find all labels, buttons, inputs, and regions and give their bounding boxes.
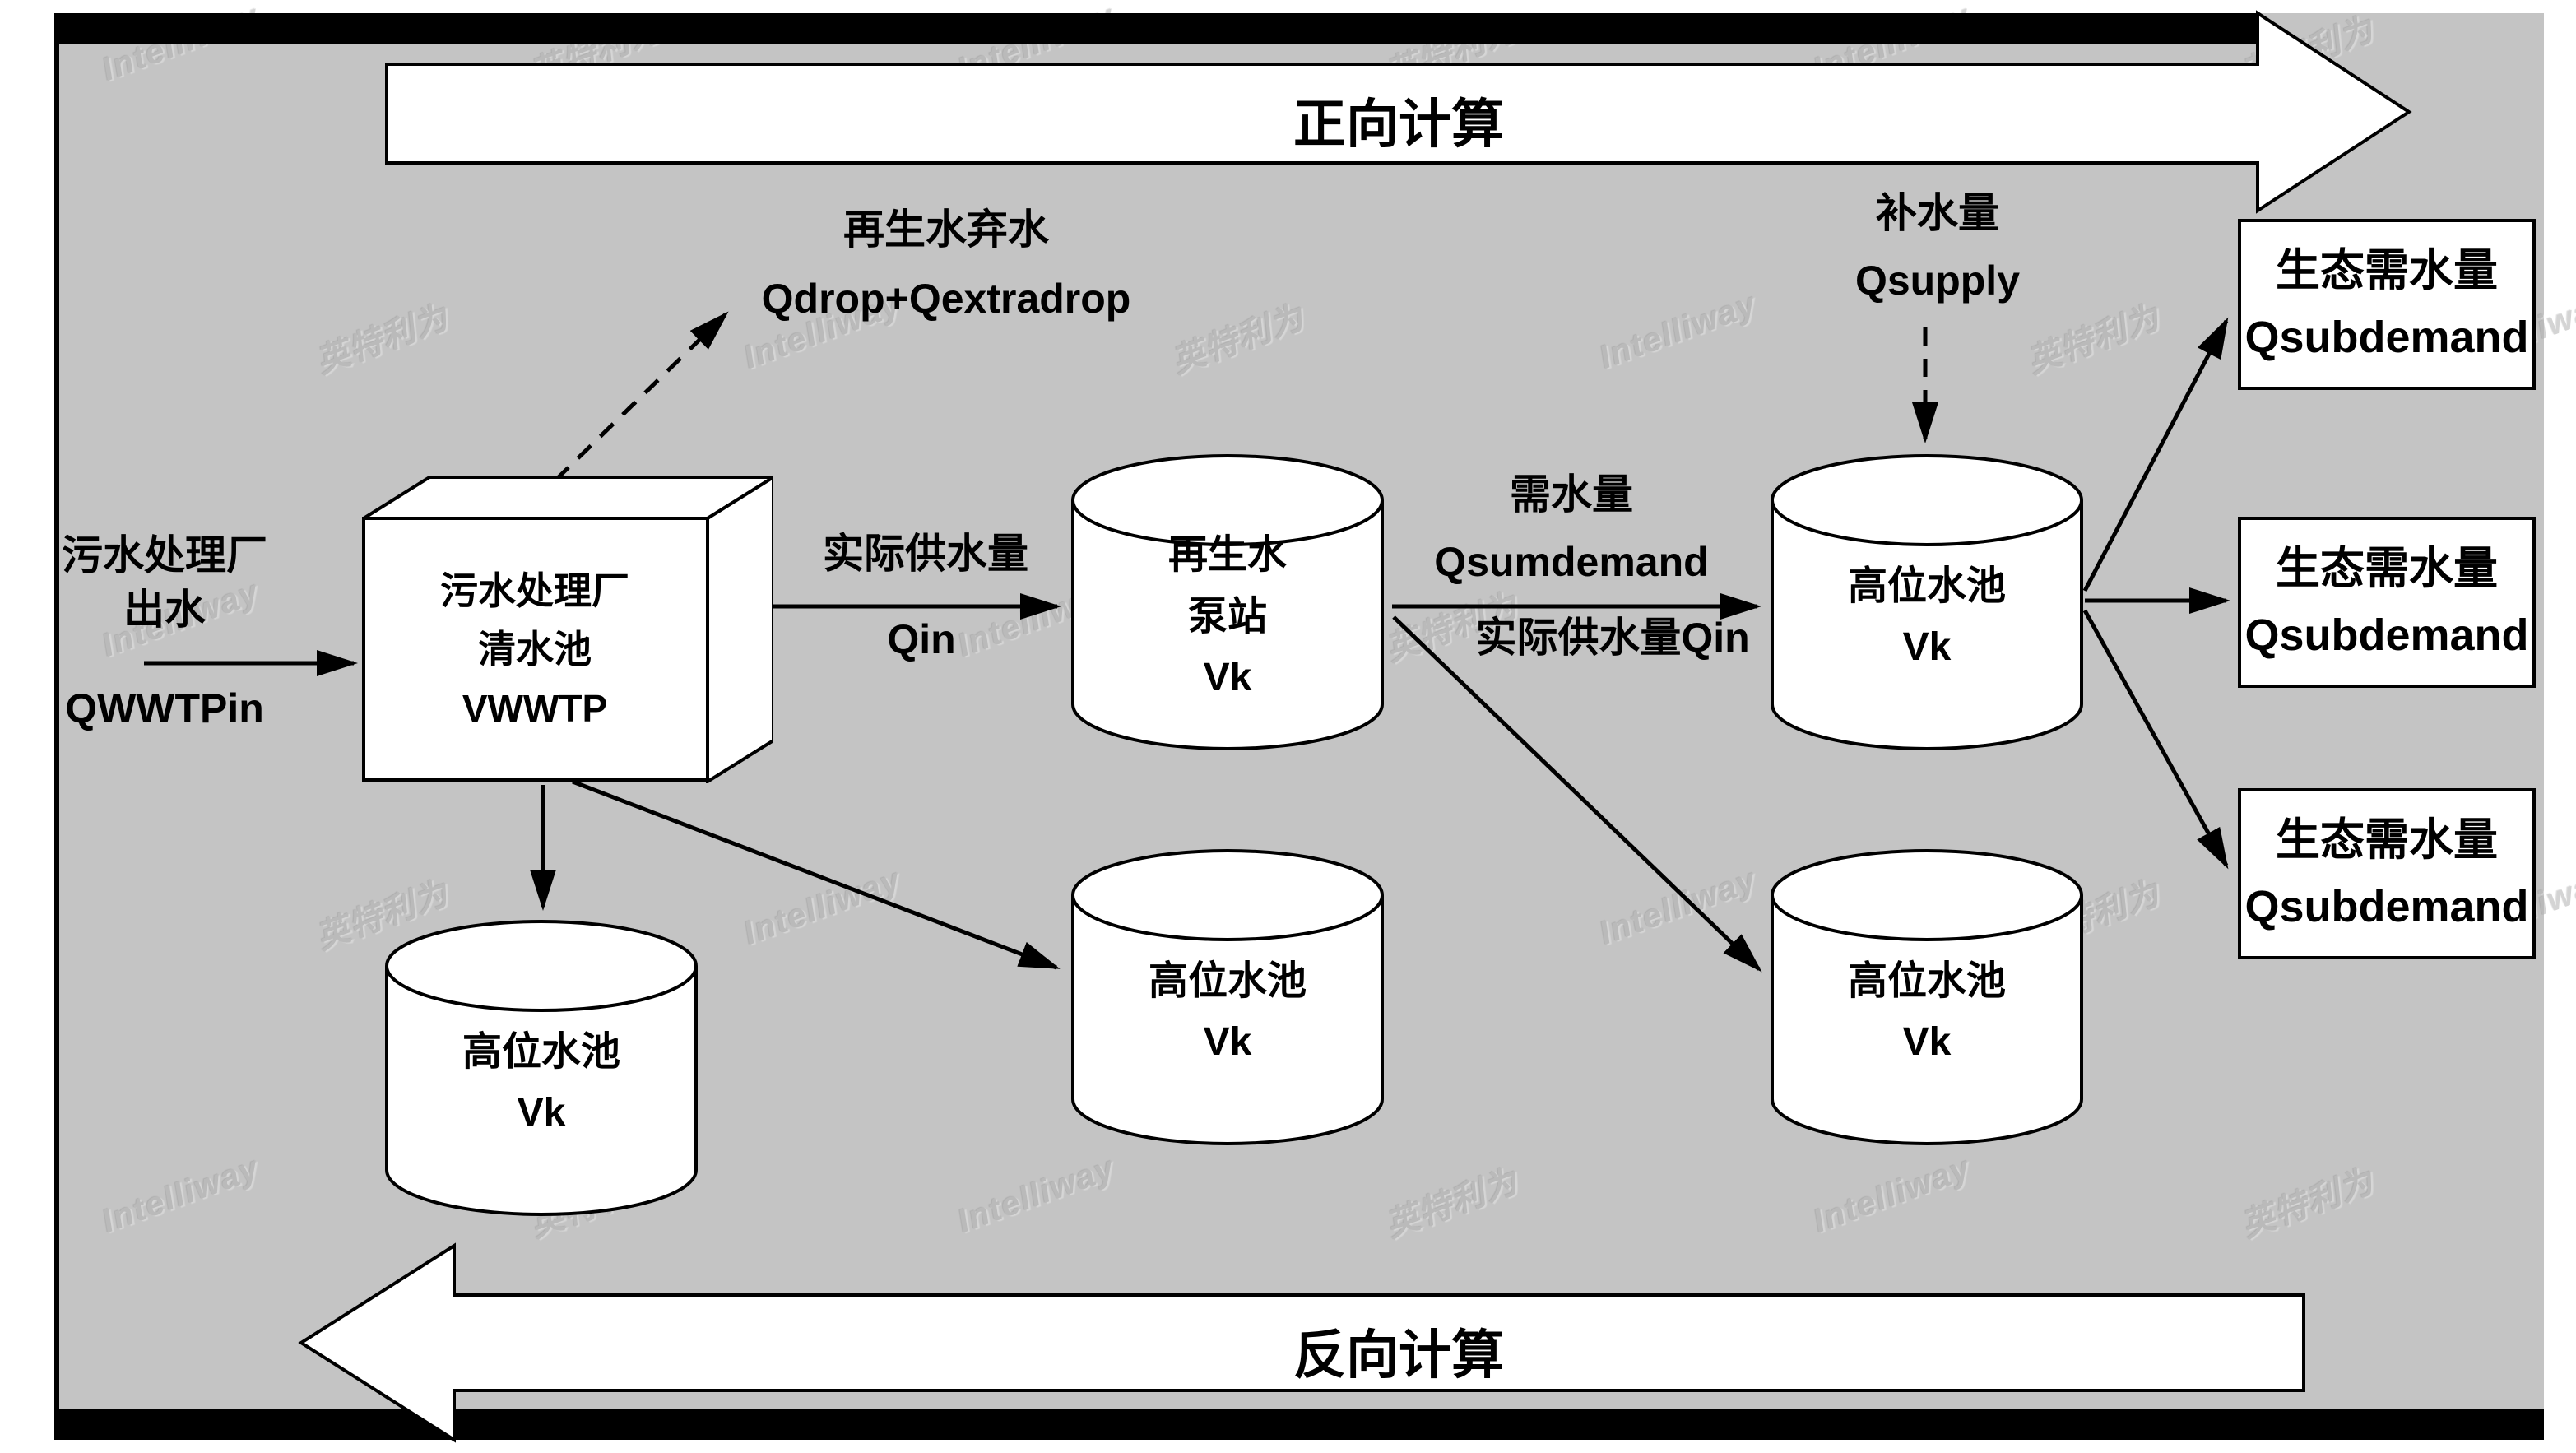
drop-cn-label: 再生水弃水 [843, 207, 1049, 253]
node-line: Vk [1902, 625, 1952, 669]
cylinder-shape [1771, 454, 2083, 750]
node-line: Vk [1203, 656, 1252, 700]
replenish-q-label: Qsupply [1854, 258, 2021, 304]
cylinder-shape [385, 920, 698, 1216]
backward-banner-arrow [298, 1242, 2305, 1443]
tank-bottom-left-label: 高位水池 Vk [383, 918, 699, 1219]
eco-demand-box-1: 生态需水量 Qsubdemand [2238, 219, 2536, 390]
inflow-label: 污水处理厂 出水 [41, 528, 288, 637]
inflow-q-label: QWWTPin [65, 685, 264, 731]
box3d-front-face [362, 517, 709, 782]
node-line: Vk [1902, 1020, 1952, 1064]
eco-demand-box-2: 生态需水量 Qsubdemand [2238, 517, 2536, 688]
node-line: VWWTP [462, 686, 608, 730]
node-line: 高位水池 [1148, 959, 1307, 1003]
node-line: Qsubdemand [2244, 610, 2529, 660]
tank-bottom-right-cylinder: 高位水池 Vk [1769, 847, 2085, 1149]
drop-q-label: Qdrop+Qextradrop [761, 276, 1131, 322]
node-line: 泵站 [1187, 594, 1267, 638]
arrow-tank-to-eco3 [2082, 609, 2229, 870]
node-line: 高位水池 [1847, 959, 2006, 1003]
cylinder-shape [1771, 849, 2083, 1145]
inflow-label-line1: 污水处理厂 [62, 532, 267, 578]
arrow-tank-to-eco1 [2082, 317, 2229, 592]
tank-bottom-left-cylinder: 高位水池 Vk [383, 918, 699, 1219]
bottom-frame-bar [54, 1409, 2544, 1440]
actual-supply-cn-label: 实际供水量 [823, 531, 1028, 577]
replenish-cn-label: 补水量 [1876, 190, 1999, 236]
inflow-label-line2: 出水 [123, 587, 206, 633]
box3d-top-face [362, 476, 773, 520]
backward-banner-label: 反向计算 [1293, 1325, 1504, 1385]
high-tank-main-cylinder: 高位水池 Vk [1769, 453, 2085, 754]
node-line: Vk [1203, 1020, 1252, 1064]
demand-cn-label: 需水量 [1510, 471, 1633, 518]
tank-bottom-mid-cylinder: 高位水池 Vk [1070, 847, 1385, 1149]
pump-station-label: 再生水 泵站 Vk [1070, 453, 1385, 754]
node-line: 污水处理厂 [440, 569, 629, 613]
node-line: 高位水池 [462, 1029, 620, 1074]
wwtp-clearwell-box: 污水处理厂 清水池 VWWTP [362, 461, 773, 783]
tank-bottom-mid-label: 高位水池 Vk [1070, 847, 1385, 1149]
forward-banner-arrow [385, 10, 2412, 214]
eco-demand-box-3: 生态需水量 Qsubdemand [2238, 788, 2536, 959]
high-tank-main-label: 高位水池 Vk [1769, 453, 2085, 754]
node-line: 生态需水量 [2276, 544, 2498, 593]
node-line: 生态需水量 [2276, 246, 2498, 295]
node-line: Qsubdemand [2244, 882, 2529, 931]
tank-bottom-right-label: 高位水池 Vk [1769, 847, 2085, 1149]
actual-supply-qin-label: 实际供水量Qin [1475, 615, 1750, 661]
node-line: 高位水池 [1847, 564, 2006, 608]
cylinder-shape [1071, 454, 1384, 750]
cylinder-shape [1071, 849, 1384, 1145]
arrow-wwtp-to-tank-bottom-mid [572, 779, 1061, 970]
node-line: Qsubdemand [2244, 313, 2529, 362]
wwtp-clearwell-label: 污水处理厂 清水池 VWWTP [362, 518, 708, 782]
node-line: 生态需水量 [2276, 815, 2498, 865]
demand-q-label: Qsumdemand [1434, 539, 1709, 585]
box3d-shape [362, 475, 773, 783]
node-line: 清水池 [478, 628, 592, 671]
box3d-side-face [706, 475, 773, 783]
arrow-drop-discharge [531, 311, 729, 504]
node-line: 再生水 [1167, 533, 1287, 578]
pump-station-cylinder: 再生水 泵站 Vk [1070, 453, 1385, 754]
top-frame-bar [54, 13, 2256, 44]
node-line: Vk [517, 1091, 566, 1135]
actual-supply-q-label: Qin [887, 616, 956, 662]
forward-banner-label: 正向计算 [1293, 95, 1504, 154]
arrow-pump-to-tank-bottom-right [1392, 615, 1762, 973]
left-frame-line [54, 13, 59, 1440]
